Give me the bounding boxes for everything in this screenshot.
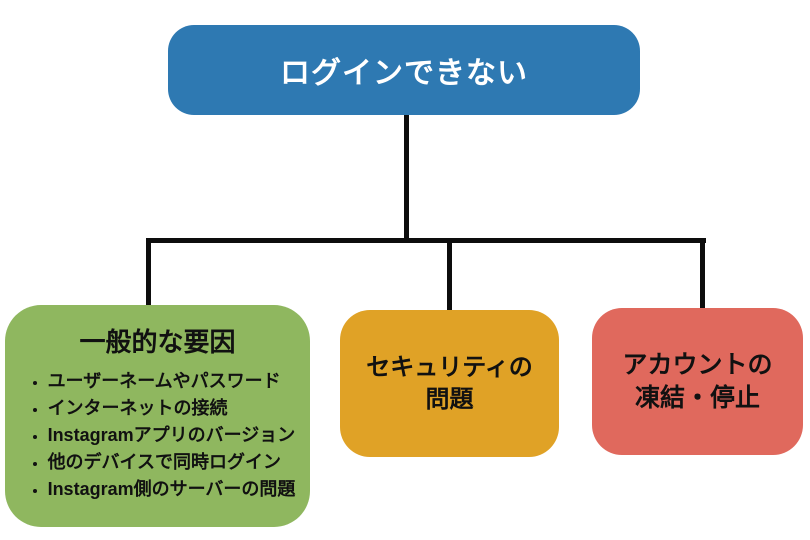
connector-drop-security [447, 238, 452, 314]
root-node-label: ログインできない [280, 57, 528, 90]
node-general-causes: 一般的な要因 ユーザーネームやパスワード インターネットの接続 Instagra… [5, 305, 310, 527]
list-item: ユーザーネームやパスワード [48, 368, 296, 395]
node-security-issue-title-line2: 問題 [425, 385, 474, 413]
list-item: インターネットの接続 [48, 395, 296, 422]
node-account-suspension-title-line1: アカウントの [622, 350, 773, 379]
list-item: Instagramアプリのバージョン [48, 422, 296, 449]
connector-crossbar [146, 238, 706, 243]
general-causes-list: ユーザーネームやパスワード インターネットの接続 Instagramアプリのバー… [12, 368, 304, 503]
connector-root-stem [404, 113, 409, 243]
node-account-suspension: アカウントの 凍結・停止 [592, 308, 803, 455]
connector-drop-general [146, 238, 151, 308]
list-item: 他のデバイスで同時ログイン [48, 449, 296, 476]
node-security-issue-title-line1: セキュリティの [366, 353, 533, 381]
node-general-causes-title: 一般的な要因 [79, 327, 236, 357]
root-node: ログインできない [168, 25, 640, 115]
node-account-suspension-title-line2: 凍結・停止 [634, 383, 760, 412]
connector-drop-account [700, 238, 705, 312]
list-item: Instagram側のサーバーの問題 [48, 476, 296, 503]
node-security-issue: セキュリティの 問題 [340, 310, 559, 457]
